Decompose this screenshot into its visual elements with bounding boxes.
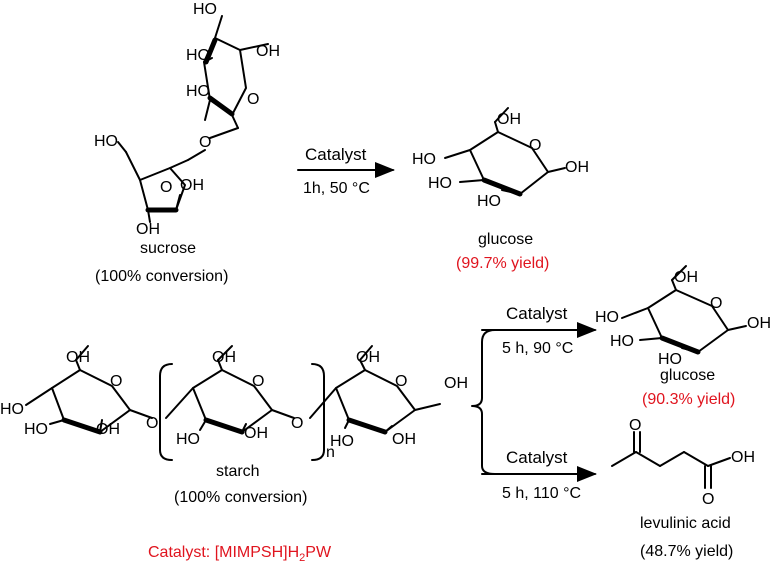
levulinic-oh: OH xyxy=(731,449,755,466)
starch-ring-o-3: O xyxy=(395,373,407,390)
reaction-arrow-1: Catalyst 1h, 50 °C xyxy=(297,145,395,197)
branch-arrows: Catalyst 5 h, 90 °C Catalyst 5 h, 110 °C xyxy=(471,304,597,502)
starch-label: starch xyxy=(216,463,260,480)
sucrose-oh-7: OH xyxy=(136,221,160,238)
glucose2-oh-top: OH xyxy=(674,269,698,286)
glucose2-ho-mid: HO xyxy=(610,333,634,350)
starch-oh-4: OH xyxy=(244,425,268,442)
starch-oh-1: OH xyxy=(66,349,90,366)
starch-ho-4: HO xyxy=(330,433,354,450)
starch-ho-2: HO xyxy=(24,421,48,438)
sucrose-glycosidic-o: O xyxy=(199,134,211,151)
arrow3-catalyst: Catalyst xyxy=(506,448,568,467)
sucrose-oh-5: HO xyxy=(94,133,118,150)
glucose1-yield: (99.7% yield) xyxy=(456,255,549,272)
starch-oh-6: OH xyxy=(444,375,468,392)
sucrose-oh-4: HO xyxy=(186,83,210,100)
glucose1-ring-o: O xyxy=(529,137,541,154)
arrow2-conditions: 5 h, 90 °C xyxy=(502,340,573,357)
levulinic-keto-o: O xyxy=(629,417,641,434)
starch-oh-2: OH xyxy=(96,421,120,438)
starch-conversion: (100% conversion) xyxy=(174,489,307,506)
starch-o-link-2: O xyxy=(291,415,303,432)
sucrose-structure: HO OH HO HO O O HO O OH OH sucrose (100%… xyxy=(94,1,280,285)
catalyst-formula-a: [MIMPSH]H xyxy=(214,544,300,561)
sucrose-oh-1: HO xyxy=(193,1,217,18)
glucose2-ho-left: HO xyxy=(595,309,619,326)
sucrose-ring-o-1: O xyxy=(247,91,259,108)
arrow1-catalyst: Catalyst xyxy=(305,145,367,164)
glucose2-label: glucose xyxy=(660,367,715,384)
starch-ho-1: HO xyxy=(0,401,24,418)
sucrose-oh-3: HO xyxy=(186,47,210,64)
glucose1-ho-left: HO xyxy=(412,151,436,168)
starch-oh-7: OH xyxy=(392,431,416,448)
glucose-structure-2: OH HO HO HO O OH glucose (90.3% yield) xyxy=(595,265,771,408)
glucose1-oh-top: OH xyxy=(497,111,521,128)
starch-o-link-1: O xyxy=(146,415,158,432)
levulinic-acid-structure: O OH O levulinic acid (48.7% yield) xyxy=(611,417,755,560)
starch-structure: OH O HO HO OH O OH O HO OH O OH O OH HO … xyxy=(0,345,468,506)
catalyst-prefix: Catalyst: xyxy=(148,544,215,561)
arrow1-conditions: 1h, 50 °C xyxy=(303,180,370,197)
starch-ring-o-1: O xyxy=(110,373,122,390)
sucrose-ring-o-2: O xyxy=(160,179,172,196)
glucose2-yield: (90.3% yield) xyxy=(642,391,735,408)
arrow3-conditions: 5 h, 110 °C xyxy=(502,485,581,502)
glucose1-oh-right: OH xyxy=(565,159,589,176)
glucose1-label: glucose xyxy=(478,231,533,248)
starch-repeat-n: n xyxy=(326,444,335,461)
sucrose-label: sucrose xyxy=(140,240,196,257)
glucose1-ho-mid: HO xyxy=(428,175,452,192)
catalyst-formula-b: PW xyxy=(305,544,332,561)
sucrose-oh-2: OH xyxy=(256,43,280,60)
levulinic-acid-o: O xyxy=(702,491,714,508)
starch-ho-3: HO xyxy=(176,431,200,448)
glucose2-ring-o: O xyxy=(710,295,722,312)
catalyst-subscript: 2 xyxy=(299,552,306,565)
starch-ring-o-2: O xyxy=(252,373,264,390)
sucrose-conversion: (100% conversion) xyxy=(95,268,228,285)
levulinic-label: levulinic acid xyxy=(640,515,731,532)
catalyst-footnote: Catalyst: [MIMPSH]H2PW xyxy=(148,544,331,564)
arrow2-catalyst: Catalyst xyxy=(506,304,568,323)
levulinic-yield: (48.7% yield) xyxy=(640,543,733,560)
starch-oh-5: OH xyxy=(356,349,380,366)
glucose2-ho-bottom: HO xyxy=(658,351,682,368)
starch-oh-3: OH xyxy=(212,349,236,366)
sucrose-oh-6: OH xyxy=(180,177,204,194)
glucose2-oh-right: OH xyxy=(747,315,771,332)
glucose1-ho-bottom: HO xyxy=(477,193,501,210)
glucose-structure-1: OH HO HO HO O OH glucose (99.7% yield) xyxy=(412,107,589,272)
